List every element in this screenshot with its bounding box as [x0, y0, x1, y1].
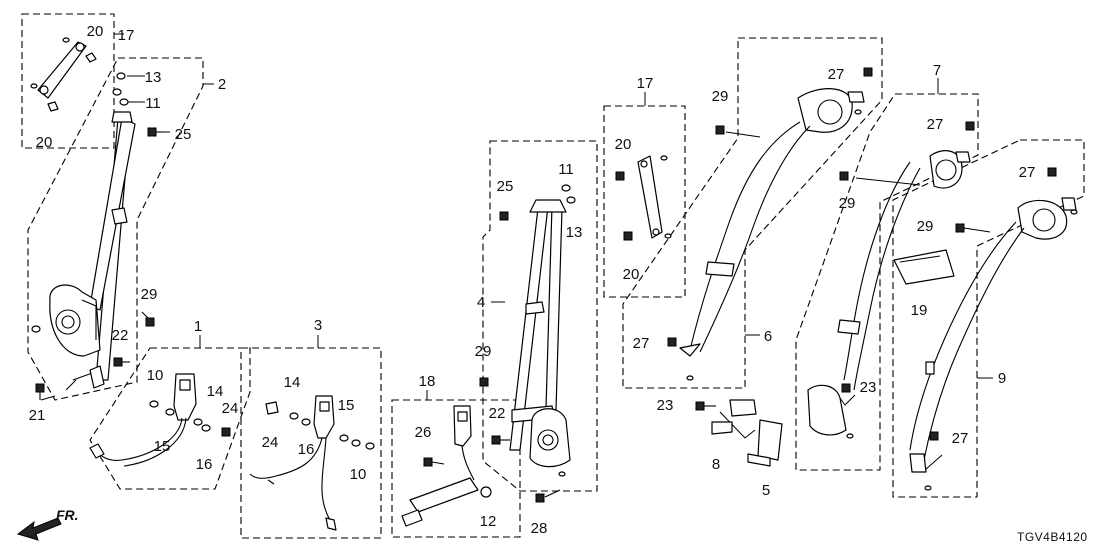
- callout-c20c: 20: [615, 136, 632, 153]
- part-7-rear-seat-belt: [807, 121, 975, 439]
- callout-c29c: 29: [712, 88, 729, 105]
- callout-c7: 7: [933, 62, 941, 79]
- callout-c9: 9: [998, 370, 1006, 387]
- callout-c15a: 15: [154, 438, 171, 455]
- part-2-front-seat-belt: [31, 111, 136, 389]
- part-9-rear-seat-belt: [909, 167, 1078, 491]
- front-direction-label: FR.: [56, 507, 79, 523]
- group-boxes: [21, 13, 1085, 539]
- part-4-center-seat-belt: [479, 184, 576, 477]
- callout-c27a: 27: [828, 66, 845, 83]
- callout-c8: 8: [712, 456, 720, 473]
- callout-c20d: 20: [623, 266, 640, 283]
- part-19-cover: [893, 249, 955, 285]
- callout-c1: 1: [194, 318, 202, 335]
- callout-c25a: 25: [175, 126, 192, 143]
- callout-c25b: 25: [497, 178, 514, 195]
- part-18-center-buckle: [401, 405, 545, 527]
- callout-c2: 2: [218, 76, 226, 93]
- callout-c16b: 16: [298, 441, 315, 458]
- box-part-1: [89, 347, 251, 490]
- bolts-left: [35, 127, 164, 400]
- callout-c10a: 10: [147, 367, 164, 384]
- box-part-17-left: [21, 13, 115, 149]
- callout-c18: 18: [419, 373, 436, 390]
- washers-13-11-left: [112, 72, 129, 106]
- callout-c13a: 13: [145, 69, 162, 86]
- callout-c27d: 27: [1019, 164, 1036, 181]
- callout-c29e: 29: [917, 218, 934, 235]
- callout-c13b: 13: [566, 224, 583, 241]
- callout-c14a: 14: [207, 383, 224, 400]
- box-part-9: [892, 139, 1085, 498]
- callout-c22a: 22: [112, 327, 129, 344]
- callout-c14b: 14: [284, 374, 301, 391]
- callout-c24b: 24: [262, 434, 279, 451]
- box-part-4: [482, 140, 598, 492]
- box-part-17-right: [603, 105, 686, 298]
- callout-c26: 26: [415, 424, 432, 441]
- callout-c15b: 15: [338, 397, 355, 414]
- callout-c28: 28: [531, 520, 548, 537]
- callout-c21: 21: [29, 407, 46, 424]
- part-6-rear-seat-belt: [667, 67, 873, 381]
- diagram-code: TGV4B4120: [1017, 530, 1088, 544]
- callout-c17a: 17: [118, 27, 135, 44]
- part-17-right-bracket: [615, 155, 672, 241]
- callout-c11a: 11: [145, 95, 161, 112]
- box-part-3: [240, 347, 382, 539]
- callout-c12: 12: [480, 513, 497, 530]
- box-part-7: [795, 93, 979, 471]
- part-17-left-bracket: [30, 37, 97, 112]
- callout-c11b: 11: [558, 161, 574, 178]
- callout-c5: 5: [762, 482, 770, 499]
- callout-c29d: 29: [839, 195, 856, 212]
- callout-c6: 6: [764, 328, 772, 345]
- callout-c24a: 24: [222, 400, 239, 417]
- callout-c3: 3: [314, 317, 322, 334]
- callout-c16a: 16: [196, 456, 213, 473]
- part-1-buckle: [89, 373, 231, 467]
- callout-c29a: 29: [141, 286, 158, 303]
- callout-c27e: 27: [952, 430, 969, 447]
- box-part-2: [27, 57, 204, 401]
- part-3-buckle: [249, 395, 375, 531]
- callout-c22b: 22: [489, 405, 506, 422]
- callout-c27c: 27: [927, 116, 944, 133]
- callout-c20a: 20: [87, 23, 104, 40]
- callout-c19: 19: [911, 302, 928, 319]
- part-8-and-5-buckles: [695, 399, 783, 467]
- callout-c23a: 23: [657, 397, 674, 414]
- callout-c17b: 17: [637, 75, 654, 92]
- callout-c10b: 10: [350, 466, 367, 483]
- callout-c20b: 20: [36, 134, 53, 151]
- front-direction-arrow: FR.: [16, 507, 79, 541]
- callout-c27b: 27: [633, 335, 650, 352]
- callout-c23b: 23: [860, 379, 877, 396]
- callout-c29b: 29: [475, 343, 492, 360]
- callout-c4: 4: [477, 294, 485, 311]
